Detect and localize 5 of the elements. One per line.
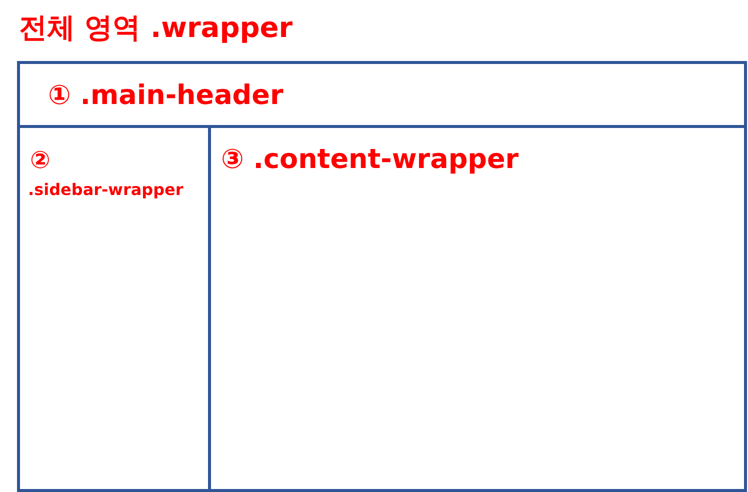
heading: 전체 영역 .wrapper — [19, 14, 293, 42]
section-label: ① .main-header — [48, 82, 284, 109]
circled-number: ② — [30, 148, 50, 172]
section-label: .sidebar-wrapper — [28, 182, 184, 198]
section-label: ③ .content-wrapper — [221, 146, 519, 173]
